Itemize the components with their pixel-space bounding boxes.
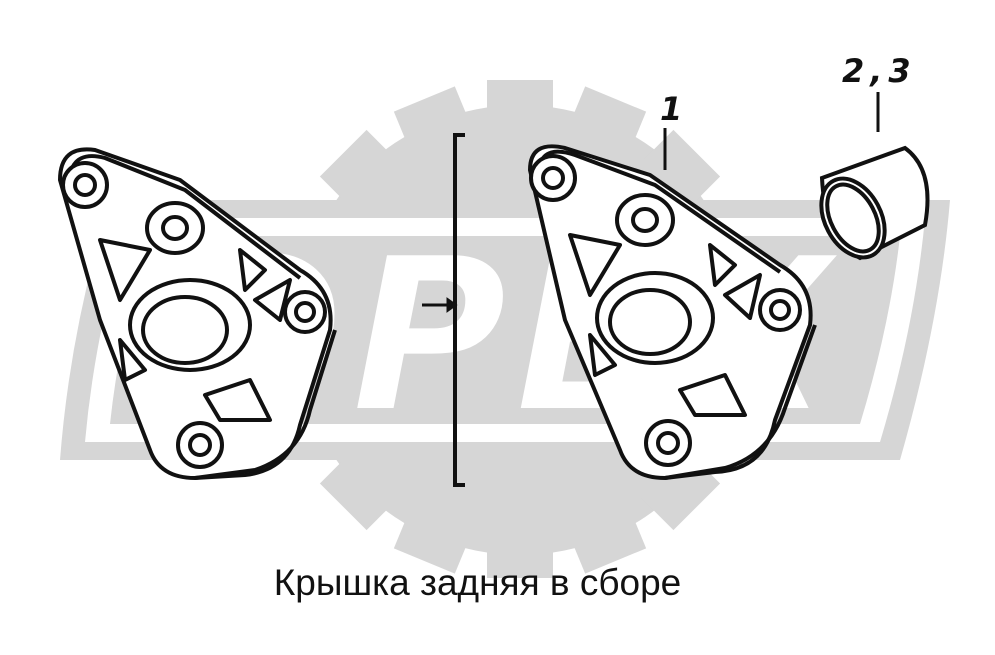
callout-label-2-3: 2,3: [842, 52, 917, 90]
cover-body-part-1: [528, 144, 817, 480]
arrow-right-icon: [422, 297, 458, 313]
callout-leaders: [663, 92, 880, 170]
diagram-caption: Крышка задняя в сборе: [273, 562, 682, 603]
assembly-bracket: [453, 133, 465, 487]
rear-cover-assembly: [58, 147, 337, 480]
callout-label-1: 1: [660, 90, 682, 128]
bushing-ring-parts-2-3: [819, 145, 930, 261]
